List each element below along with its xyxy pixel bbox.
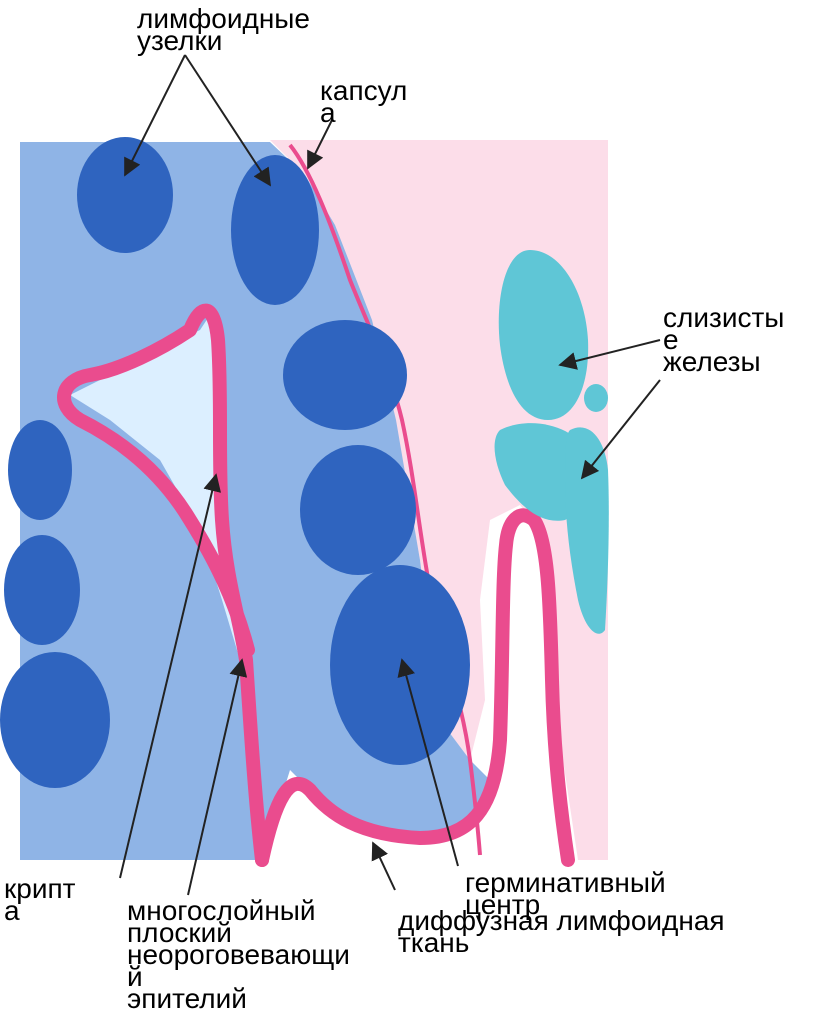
lymphoid-nodule-4 [300,445,416,575]
label-capsule: капсул а [320,80,407,124]
lymphoid-nodule-2 [231,155,319,305]
label-diffuse-lymphoid-tissue: диффузная лимфоидная ткань [398,910,725,954]
label-crypt: крипт а [4,878,75,922]
lymphoid-nodule-1 [77,137,173,253]
lymphoid-nodule-7 [4,535,80,645]
label-lymphoid-nodules: лимфоидные узелки [137,8,310,52]
lymphoid-nodule-5 [330,565,470,765]
label-epithelium: многослойный плоский неороговевающи й эп… [127,900,350,1010]
lymphoid-nodule-3 [283,320,407,430]
lymphoid-nodule-6 [8,420,72,520]
lymphoid-nodule-8 [0,652,110,788]
mucous-gland-4 [584,384,608,412]
label-mucous-glands: слизисты е железы [663,307,784,373]
